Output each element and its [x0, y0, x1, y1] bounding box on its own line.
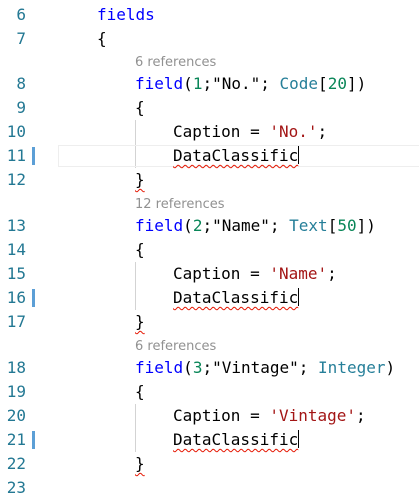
code-line-6[interactable]: 6 fields: [0, 3, 419, 27]
line-number: 15: [6, 264, 26, 283]
line-number: 11: [6, 146, 26, 165]
close-brace: }: [135, 170, 145, 189]
open-brace: {: [135, 240, 145, 259]
code-line-10[interactable]: 10 Caption = 'No.';: [0, 120, 419, 144]
code-line-9[interactable]: 9 {: [0, 96, 419, 120]
keyword-fields: fields: [97, 5, 155, 24]
field-declaration: field(3;"Vintage"; Integer): [135, 358, 396, 377]
indent-guide: [135, 404, 136, 452]
line-number: 13: [6, 216, 26, 235]
modified-line-indicator: [32, 147, 35, 165]
code-line-21[interactable]: 21 DataClassific: [0, 428, 419, 452]
line-number: 14: [6, 240, 26, 259]
line-number: 9: [16, 98, 26, 117]
line-number: 12: [6, 170, 26, 189]
code-line-17[interactable]: 17 }: [0, 310, 419, 334]
code-line-11[interactable]: 11 DataClassific: [0, 144, 419, 168]
text-cursor: [298, 430, 300, 448]
codelens-references[interactable]: 12 references: [135, 197, 225, 212]
modified-line-indicator: [32, 431, 35, 449]
indent-guide: [135, 262, 136, 310]
line-number: 18: [6, 358, 26, 377]
code-line-19[interactable]: 19 {: [0, 380, 419, 404]
code-line-13[interactable]: 13 field(2;"Name"; Text[50]): [0, 214, 419, 238]
open-brace: {: [135, 382, 145, 401]
line-number-gutter: [0, 0, 60, 498]
codelens-references[interactable]: 6 references: [135, 55, 217, 70]
current-line-highlight: [58, 145, 419, 167]
code-line-7[interactable]: 7 {: [0, 27, 419, 51]
line-number: 6: [16, 5, 26, 24]
indent-guide: [135, 120, 136, 168]
close-brace: }: [135, 312, 145, 331]
line-number: 21: [6, 430, 26, 449]
codelens-references[interactable]: 6 references: [135, 339, 217, 354]
incomplete-property: DataClassific: [173, 288, 300, 307]
incomplete-property: DataClassific: [173, 430, 300, 449]
modified-line-indicator: [32, 289, 35, 307]
text-cursor: [298, 146, 300, 164]
code-line-20[interactable]: 20 Caption = 'Vintage';: [0, 404, 419, 428]
code-line-23[interactable]: 23: [0, 476, 419, 500]
caption-property: Caption = 'Vintage';: [173, 406, 366, 425]
line-number: 7: [16, 29, 26, 48]
line-number: 20: [6, 406, 26, 425]
close-brace: }: [135, 454, 145, 473]
open-brace: {: [135, 98, 145, 117]
field-declaration: field(2;"Name"; Text[50]): [135, 216, 376, 235]
open-brace: {: [97, 29, 107, 48]
line-number: 8: [16, 74, 26, 93]
line-number: 19: [6, 382, 26, 401]
code-line-18[interactable]: 18 field(3;"Vintage"; Integer): [0, 356, 419, 380]
code-line-12[interactable]: 12 }: [0, 168, 419, 192]
code-line-22[interactable]: 22 }: [0, 452, 419, 476]
incomplete-property: DataClassific: [173, 146, 300, 165]
code-line-16[interactable]: 16 DataClassific: [0, 286, 419, 310]
line-number: 16: [6, 288, 26, 307]
field-declaration: field(1;"No."; Code[20]): [135, 74, 367, 93]
line-number: 17: [6, 312, 26, 331]
code-line-8[interactable]: 8 field(1;"No."; Code[20]): [0, 72, 419, 96]
line-number: 23: [6, 478, 26, 497]
line-number: 22: [6, 454, 26, 473]
code-line-15[interactable]: 15 Caption = 'Name';: [0, 262, 419, 286]
code-line-14[interactable]: 14 {: [0, 238, 419, 262]
caption-property: Caption = 'Name';: [173, 264, 337, 283]
line-number: 10: [6, 122, 26, 141]
caption-property: Caption = 'No.';: [173, 122, 328, 141]
text-cursor: [298, 288, 300, 306]
